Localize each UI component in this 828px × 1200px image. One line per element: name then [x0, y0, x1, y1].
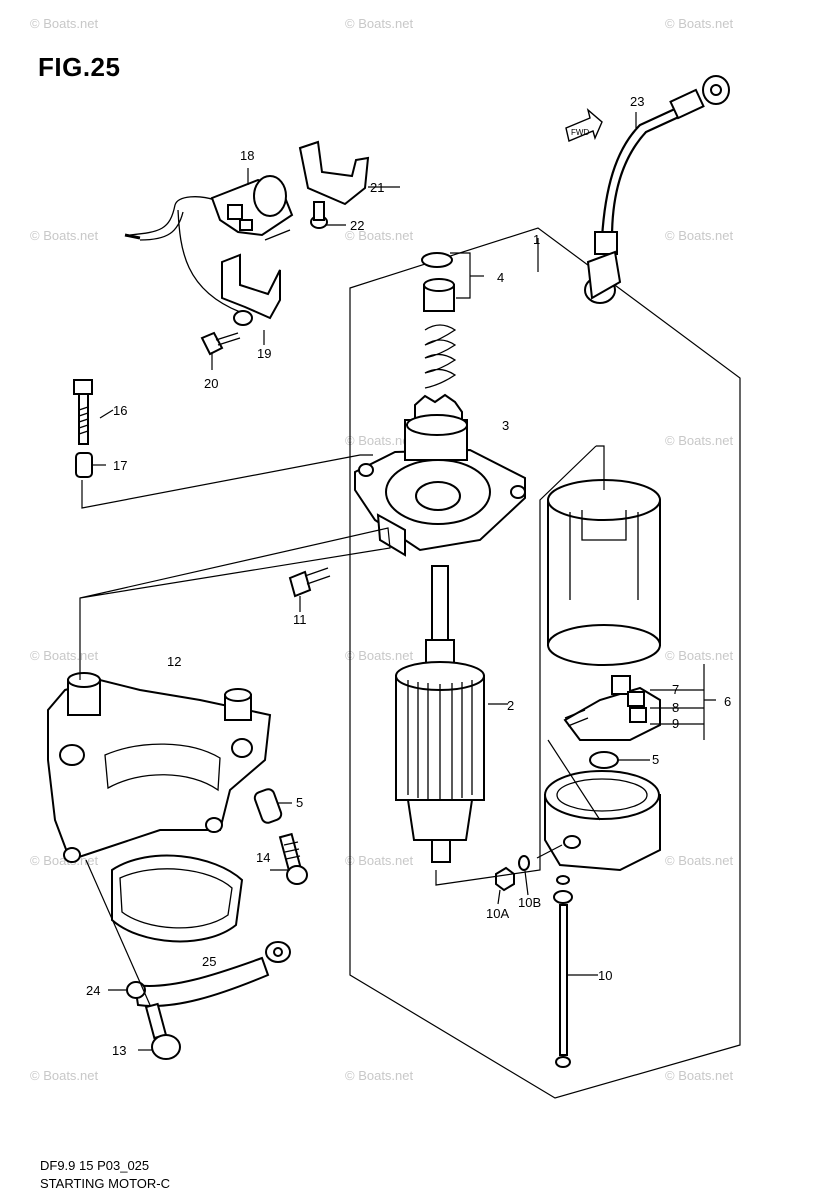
watermark: © Boats.net	[665, 853, 734, 868]
rubber-pad	[589, 751, 619, 769]
callout-16: 16	[113, 403, 127, 418]
motor-bracket	[47, 672, 272, 863]
callout-2: 2	[507, 698, 514, 713]
end-housing	[544, 770, 661, 872]
callout-14: 14	[256, 850, 270, 865]
watermark: © Boats.net	[30, 648, 99, 663]
callout-22: 22	[350, 218, 364, 233]
collar-17	[75, 452, 93, 478]
watermark: © Boats.net	[345, 228, 414, 243]
bolt-22	[310, 201, 328, 229]
spring-set	[421, 252, 457, 389]
callout-labels: 1 2 3 4 5 5 6 7 8 9 10 10A 10B 11 12 13 …	[86, 94, 731, 1058]
callout-6: 6	[724, 694, 731, 709]
callout-10a: 10A	[486, 906, 509, 921]
callout-5-right: 5	[652, 752, 659, 767]
callout-12: 12	[167, 654, 181, 669]
bolt-16	[73, 379, 93, 445]
solenoid-cover	[298, 140, 370, 206]
bolt-11	[288, 567, 331, 598]
watermark: © Boats.net	[665, 16, 734, 31]
starter-solenoid	[124, 175, 294, 326]
nut-10a	[495, 866, 515, 892]
bolt-20	[200, 331, 241, 356]
figure-code: DF9.9 15 P03_025	[40, 1158, 150, 1173]
watermark: © Boats.net	[665, 228, 734, 243]
fwd-label: FWD	[571, 128, 589, 137]
watermark: © Boats.net	[665, 433, 734, 448]
watermark: © Boats.net	[30, 1068, 99, 1083]
callout-10b: 10B	[518, 895, 541, 910]
callout-8: 8	[672, 700, 679, 715]
battery-cable	[584, 75, 730, 304]
bolt-13	[144, 1002, 181, 1060]
washer-24	[126, 981, 146, 999]
watermark: © Boats.net	[30, 16, 99, 31]
watermark: © Boats.net	[345, 1068, 414, 1083]
assembly-outline	[349, 227, 741, 1099]
bolt-14	[278, 832, 308, 885]
strap-25	[133, 941, 291, 1007]
watermark: © Boats.net	[345, 853, 414, 868]
callout-24: 24	[86, 983, 100, 998]
armature	[395, 565, 485, 863]
solenoid-bracket	[221, 253, 281, 320]
drive-end-housing	[354, 393, 526, 557]
callout-18: 18	[240, 148, 254, 163]
watermark: © Boats.net	[665, 1068, 734, 1083]
brush-holder	[563, 675, 661, 741]
fwd-arrow-icon: FWD	[565, 108, 603, 142]
through-bolt	[553, 875, 573, 1068]
collar-5	[253, 788, 283, 824]
watermark: © Boats.net	[345, 433, 414, 448]
watermark: © Boats.net	[30, 228, 99, 243]
callout-17: 17	[113, 458, 127, 473]
leader-lines	[79, 112, 716, 1051]
callout-4: 4	[497, 270, 504, 285]
callout-3: 3	[502, 418, 509, 433]
callout-13: 13	[112, 1043, 126, 1058]
watermark: © Boats.net	[345, 648, 414, 663]
figure-name: STARTING MOTOR-C	[40, 1176, 170, 1191]
callout-1: 1	[533, 232, 540, 247]
callout-20: 20	[204, 376, 218, 391]
callout-19: 19	[257, 346, 271, 361]
callout-10: 10	[598, 968, 612, 983]
watermark: © Boats.net	[345, 16, 414, 31]
yoke-housing	[547, 479, 661, 666]
washer-10b	[518, 855, 530, 871]
callout-23: 23	[630, 94, 644, 109]
callout-21: 21	[370, 180, 384, 195]
figure-title: FIG.25	[38, 52, 121, 82]
watermark-layer: © Boats.net © Boats.net © Boats.net © Bo…	[30, 16, 734, 1083]
callout-7: 7	[672, 682, 679, 697]
callout-25: 25	[202, 954, 216, 969]
callout-5-left: 5	[296, 795, 303, 810]
watermark: © Boats.net	[665, 648, 734, 663]
callout-11: 11	[293, 612, 307, 627]
callout-9: 9	[672, 716, 679, 731]
mounting-band	[111, 854, 244, 943]
